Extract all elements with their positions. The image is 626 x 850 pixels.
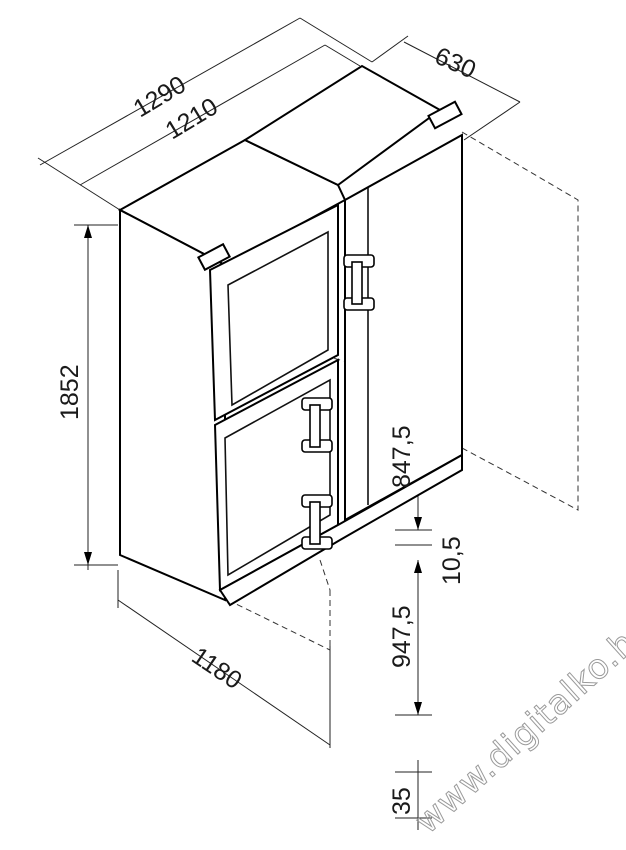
label-35: 35 bbox=[388, 787, 416, 815]
label-1852: 1852 bbox=[56, 364, 84, 420]
watermark-text: www.digitalko.hu bbox=[407, 608, 626, 842]
label-630: 630 bbox=[431, 42, 481, 85]
label-1180: 1180 bbox=[187, 642, 247, 695]
cabinet bbox=[117, 64, 463, 607]
label-947-5: 947,5 bbox=[388, 605, 416, 668]
handles bbox=[301, 254, 375, 550]
label-10-5: 10,5 bbox=[438, 536, 466, 585]
label-847-5: 847,5 bbox=[388, 425, 416, 488]
